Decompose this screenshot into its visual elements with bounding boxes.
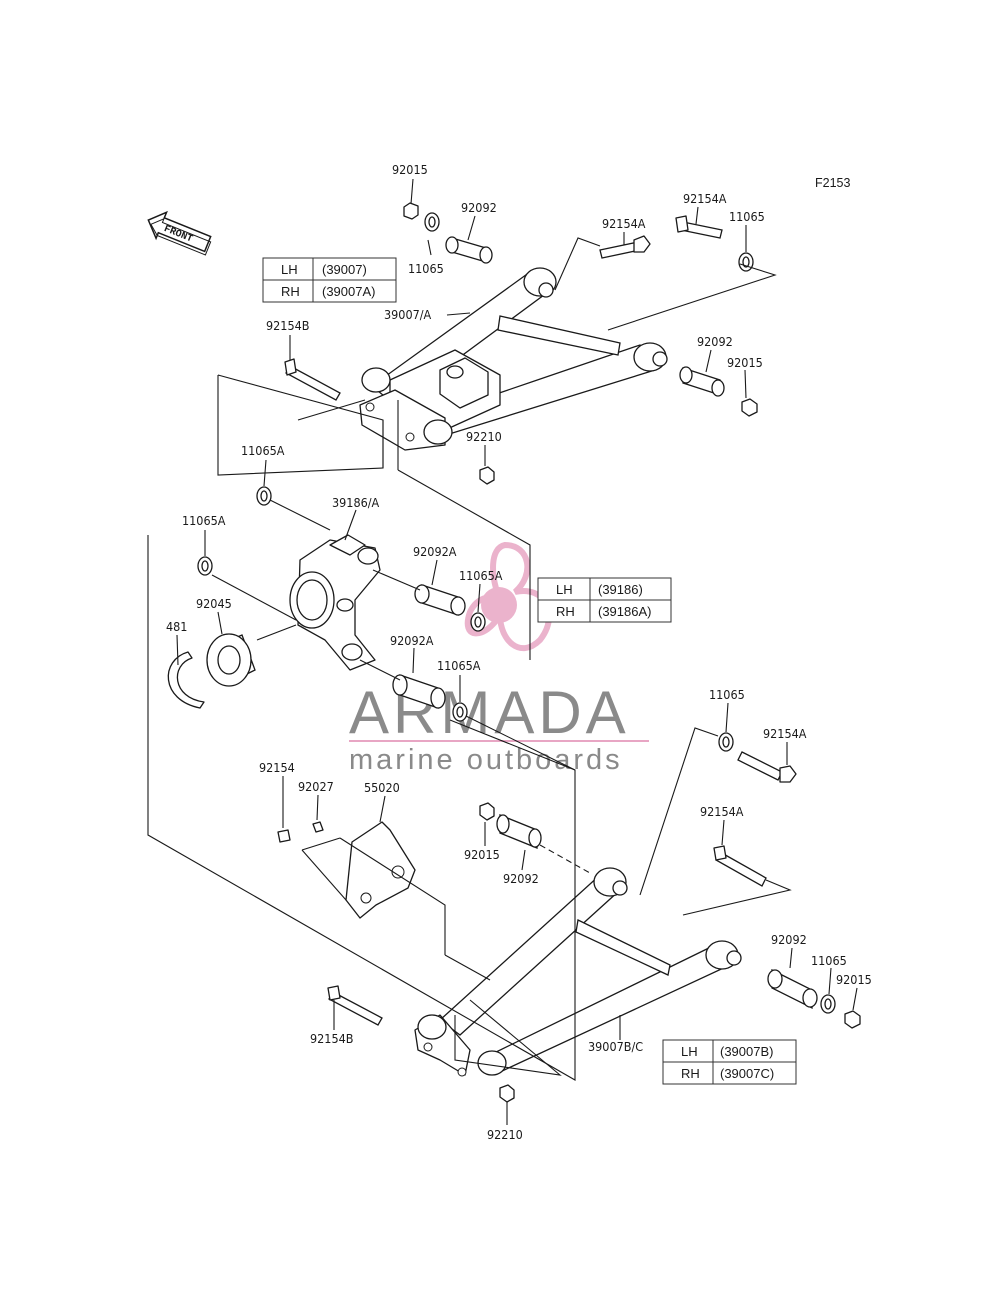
label-92045: 92045 bbox=[196, 596, 232, 611]
label-11065-lower-far-right: 11065 bbox=[811, 953, 847, 968]
label-92154b-upper: 92154B bbox=[266, 318, 309, 333]
label-55020: 55020 bbox=[364, 780, 400, 795]
label-11065a-upper: 11065A bbox=[241, 443, 285, 458]
label-39007bc: 39007B/C bbox=[588, 1039, 643, 1054]
label-39007a: 39007/A bbox=[384, 307, 432, 322]
label-481: 481 bbox=[166, 619, 187, 634]
lower-hardware bbox=[327, 732, 861, 1103]
upper-hardware bbox=[284, 202, 758, 485]
figure-code: F2153 bbox=[815, 176, 850, 190]
label-92092-upper-right: 92092 bbox=[697, 334, 733, 349]
label-92154: 92154 bbox=[259, 760, 295, 775]
label-92154a-top-mid: 92154A bbox=[602, 216, 646, 231]
leader-lines bbox=[147, 178, 858, 1125]
front-arrow-icon: FRONT bbox=[147, 210, 212, 256]
label-11065-top: 11065 bbox=[408, 261, 444, 276]
label-92015-lower-mid: 92015 bbox=[464, 847, 500, 862]
table-upper-lh: LH bbox=[281, 262, 298, 277]
label-11065a-left: 11065A bbox=[182, 513, 226, 528]
part-labels: 92015 92092 11065 92154A 92154A 11065 39… bbox=[166, 162, 872, 1142]
label-92015-upper-right: 92015 bbox=[727, 355, 763, 370]
label-92015-lower-far-right: 92015 bbox=[836, 972, 872, 987]
label-92092-lower-mid: 92092 bbox=[503, 871, 539, 886]
table-upper-lh-part: (39007) bbox=[322, 262, 367, 277]
label-92154a-top-right: 92154A bbox=[683, 191, 727, 206]
table-lower-rh: RH bbox=[681, 1066, 700, 1081]
upper-a-arm bbox=[359, 267, 668, 451]
knuckle bbox=[289, 534, 381, 671]
label-92015-top: 92015 bbox=[392, 162, 428, 177]
label-92210-upper: 92210 bbox=[466, 429, 502, 444]
label-92092-top: 92092 bbox=[461, 200, 497, 215]
table-lower-arm: LH (39007B) RH (39007C) bbox=[662, 1039, 797, 1085]
label-11065-lower-right: 11065 bbox=[709, 687, 745, 702]
label-92154a-lower-mid: 92154A bbox=[700, 804, 744, 819]
table-knuckle-rh: RH bbox=[556, 604, 575, 619]
table-lower-rh-part: (39007C) bbox=[720, 1066, 774, 1081]
label-92154b-lower: 92154B bbox=[310, 1031, 353, 1046]
table-upper-rh-part: (39007A) bbox=[322, 284, 375, 299]
table-knuckle-lh: LH bbox=[556, 582, 573, 597]
label-11065a-lower: 11065A bbox=[437, 658, 481, 673]
label-92092-lower-right: 92092 bbox=[771, 932, 807, 947]
table-knuckle-rh-part: (39186A) bbox=[598, 604, 651, 619]
watermark-logo-icon bbox=[464, 541, 553, 652]
label-11065a-mid: 11065A bbox=[459, 568, 503, 583]
table-lower-lh-part: (39007B) bbox=[720, 1044, 773, 1059]
label-11065-top-right: 11065 bbox=[729, 209, 765, 224]
table-lower-lh: LH bbox=[681, 1044, 698, 1059]
table-upper-rh: RH bbox=[281, 284, 300, 299]
label-92092a-lower: 92092A bbox=[390, 633, 434, 648]
knuckle-hardware bbox=[167, 486, 486, 722]
table-knuckle-lh-part: (39186) bbox=[598, 582, 643, 597]
label-39186a: 39186/A bbox=[332, 495, 380, 510]
guard-plate bbox=[277, 821, 416, 919]
watermark-subtitle: marine outboards bbox=[349, 744, 623, 776]
label-92154a-lower-right: 92154A bbox=[763, 726, 807, 741]
table-upper-arm: LH (39007) RH (39007A) bbox=[262, 257, 397, 303]
label-92027: 92027 bbox=[298, 779, 334, 794]
label-92210-lower: 92210 bbox=[487, 1127, 523, 1142]
table-knuckle: LH (39186) RH (39186A) bbox=[537, 577, 672, 623]
label-92092a-upper: 92092A bbox=[413, 544, 457, 559]
